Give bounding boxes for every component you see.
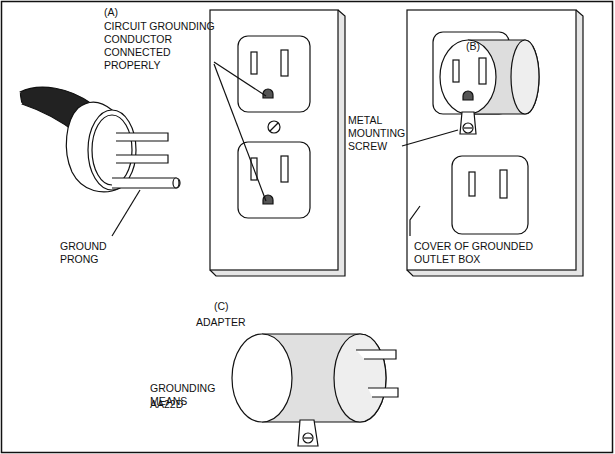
plug (19, 87, 180, 192)
callout-label: GROUND PRONG (60, 240, 130, 266)
adapter-in-outlet (433, 32, 539, 134)
figure-id: AA22D (150, 398, 250, 411)
wall-plate-b (407, 10, 583, 276)
leader-lines (112, 62, 266, 236)
callout-label: CIRCUIT GROUNDING CONDUCTOR CONNECTED PR… (104, 20, 222, 72)
callout-label: METAL MOUNTING SCREW (348, 114, 408, 153)
callout-label: COVER OF GROUNDED OUTLET BOX (414, 240, 544, 266)
panel-letter: (C) (214, 300, 254, 313)
wall-plate-a (210, 10, 345, 276)
callout-label: ADAPTER (196, 316, 266, 329)
leader-lines (402, 130, 458, 236)
adapter (232, 334, 398, 446)
panel-letter: (B) (466, 40, 506, 53)
panel-letter: (A) (104, 6, 144, 19)
